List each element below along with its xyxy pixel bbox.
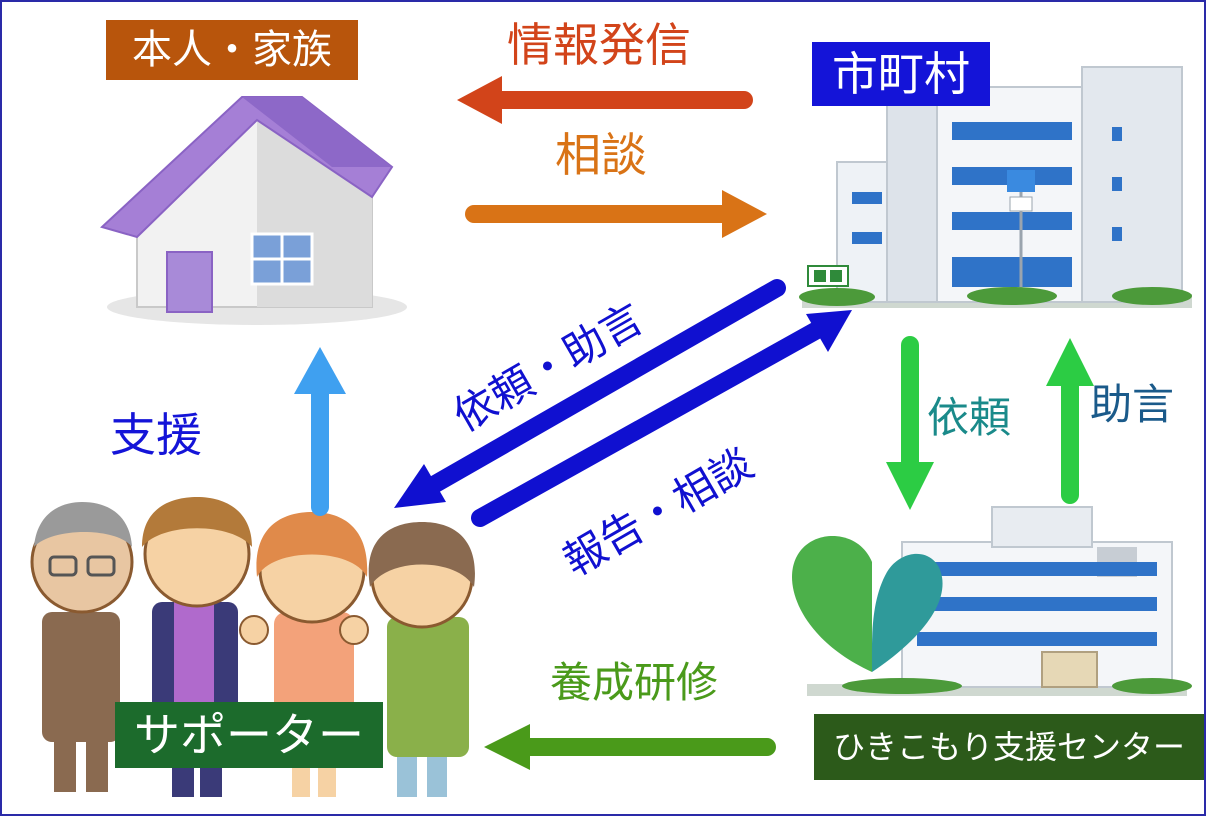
supporter-node-label: サポーター: [115, 702, 383, 768]
request-arrow: [886, 336, 934, 510]
advice-label: 助言: [1090, 380, 1175, 429]
municipality-node-label: 市町村: [812, 42, 990, 106]
support-arrow: [294, 347, 346, 516]
center-node-label: ひきこもり支援センター: [814, 714, 1204, 780]
request-advice-arrow: [394, 279, 786, 508]
info-label: 情報発信: [507, 18, 691, 72]
info-arrow: [457, 76, 753, 124]
advice-arrow: [1046, 338, 1094, 504]
training-label: 養成研修: [550, 658, 719, 707]
house-illustration: [100, 96, 407, 325]
municipal-building-illustration: [799, 66, 1192, 308]
report-consult-arrow: [471, 310, 852, 527]
consult-top-label: 相談: [555, 128, 647, 182]
consult-arrow: [465, 190, 767, 238]
support-label: 支援: [110, 408, 202, 462]
heart-logo: [792, 536, 943, 672]
training-arrow: [484, 724, 776, 770]
family-node-label: 本人・家族: [106, 20, 358, 80]
request-label: 依頼: [927, 393, 1012, 442]
support-center-building-illustration: [807, 506, 1192, 696]
